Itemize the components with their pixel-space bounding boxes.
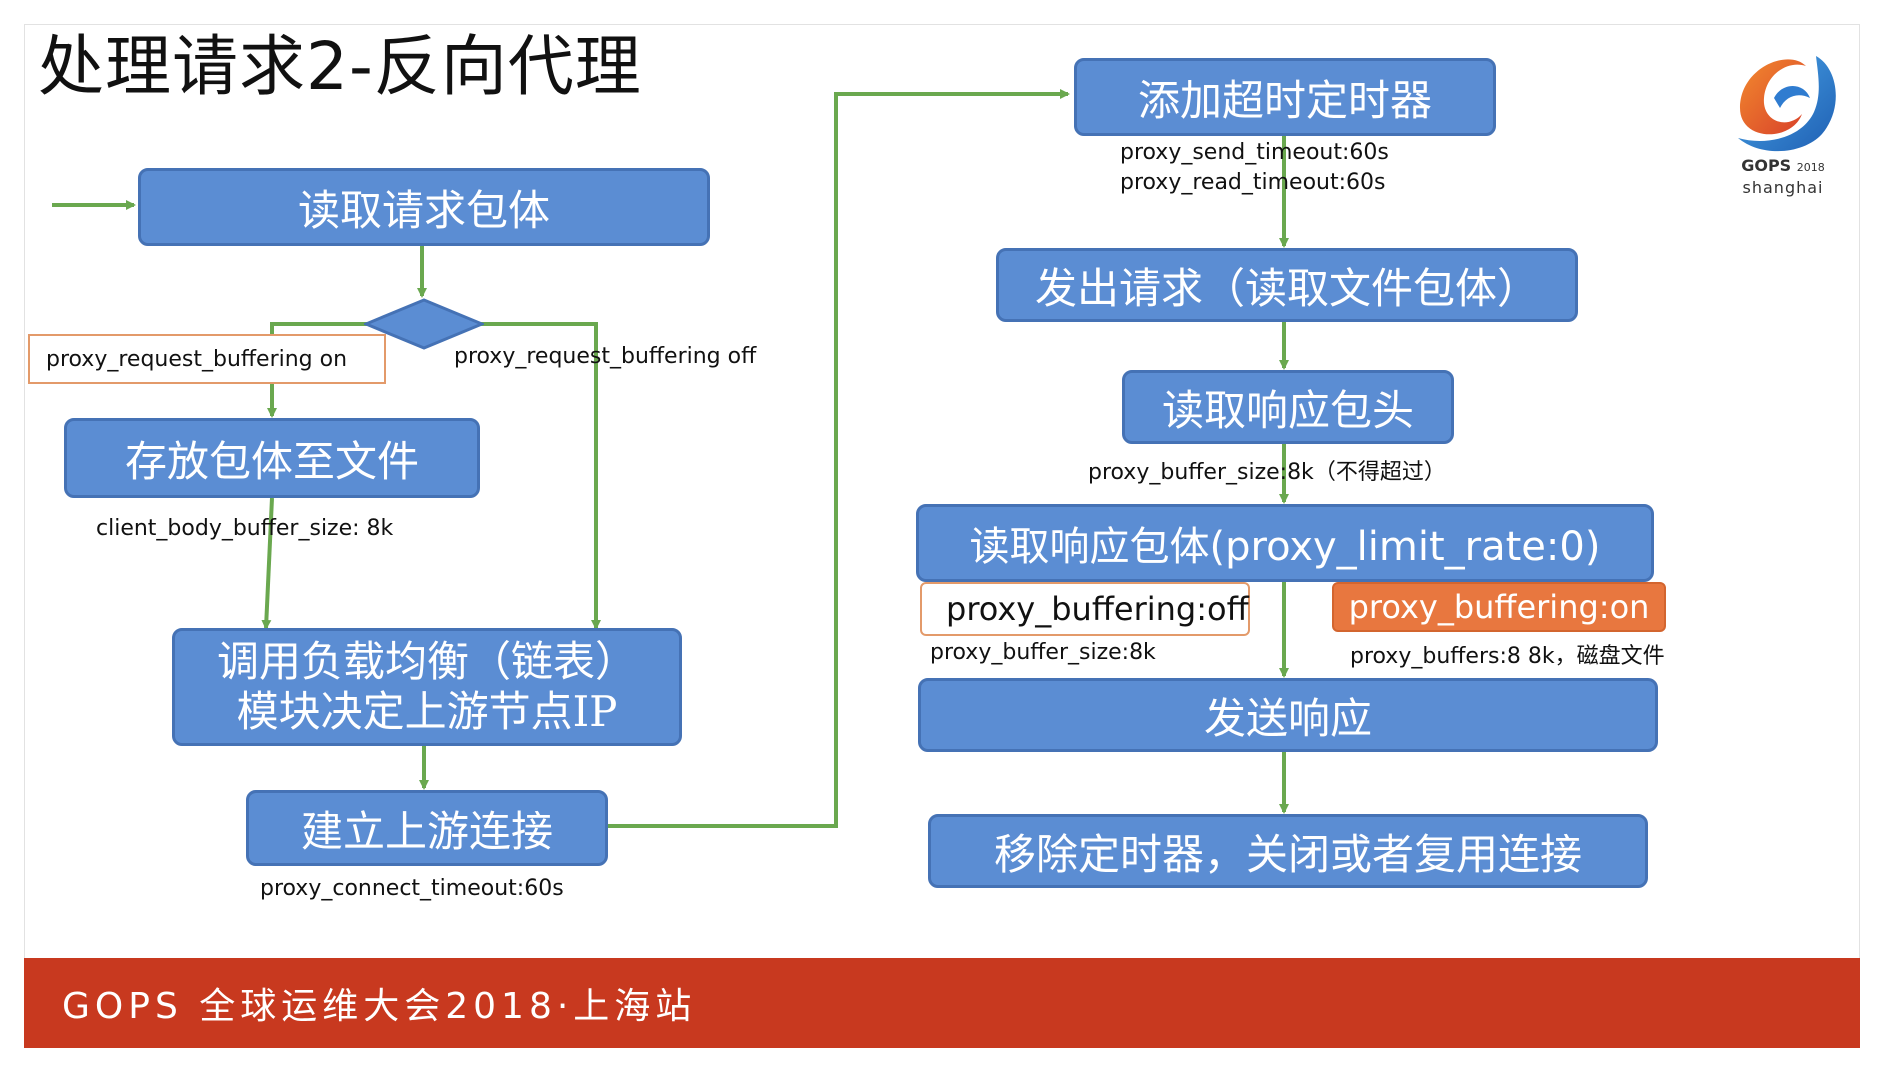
- label-read-timeout: proxy_read_timeout:60s: [1120, 170, 1386, 195]
- arrow-connect-to-timer: [608, 89, 1070, 828]
- logo-brand: GOPS 2018: [1741, 156, 1825, 175]
- label-buffering-on: proxy_request_buffering on: [28, 334, 386, 384]
- node-read-response-header: 读取响应包头: [1122, 370, 1454, 444]
- label-buffering-off: proxy_request_buffering off: [454, 344, 757, 369]
- arrow-file-to-lb: [261, 497, 274, 630]
- node-send-response: 发送响应: [918, 678, 1658, 752]
- lb-line-2: 模块决定上游节点IP: [236, 687, 618, 736]
- arrow-decision-on: [267, 322, 368, 418]
- node-save-to-file: 存放包体至文件: [64, 418, 480, 498]
- lb-line-1: 调用负载均衡（链表）: [216, 637, 637, 686]
- proxy-buffers-note: 磁盘文件: [1576, 644, 1665, 669]
- label-connect-timeout: proxy_connect_timeout:60s: [260, 876, 564, 901]
- label-proxy-buffers: proxy_buffers:8 8k，磁盘文件: [1350, 638, 1665, 670]
- node-read-request-body: 读取请求包体: [138, 168, 710, 246]
- node-send-request: 发出请求（读取文件包体）: [996, 248, 1578, 322]
- buffer-size-note: （不得超过）: [1313, 460, 1446, 485]
- node-upstream-connect: 建立上游连接: [246, 790, 608, 866]
- tag-proxy-buffering-on: proxy_buffering:on: [1332, 582, 1666, 632]
- node-remove-timer: 移除定时器，关闭或者复用连接: [928, 814, 1648, 888]
- label-client-body-buffer-size: client_body_buffer_size: 8k: [96, 516, 394, 541]
- footer-banner: GOPS 全球运维大会2018·上海站: [24, 958, 1860, 1048]
- label-buffer-size: proxy_buffer_size:8k（不得超过）: [1088, 454, 1446, 486]
- decision-diamond: [364, 298, 484, 350]
- label-buffer-size-8k: proxy_buffer_size:8k: [930, 640, 1156, 665]
- logo-city: shanghai: [1742, 178, 1824, 197]
- label-send-timeout: proxy_send_timeout:60s: [1120, 140, 1389, 165]
- arrow-decision-off: [480, 322, 601, 630]
- slide-title: 处理请求2-反向代理: [38, 28, 642, 105]
- node-read-response-body: 读取响应包体(proxy_limit_rate:0): [916, 504, 1654, 582]
- node-add-timer: 添加超时定时器: [1074, 58, 1496, 136]
- gops-logo: [1738, 56, 1836, 152]
- buffer-size-value: proxy_buffer_size:8k: [1088, 460, 1314, 485]
- proxy-buffers-value: proxy_buffers:8 8k，: [1350, 644, 1577, 669]
- node-load-balance: 调用负载均衡（链表） 模块决定上游节点IP: [172, 628, 682, 746]
- tag-proxy-buffering-off: proxy_buffering:off: [920, 582, 1250, 636]
